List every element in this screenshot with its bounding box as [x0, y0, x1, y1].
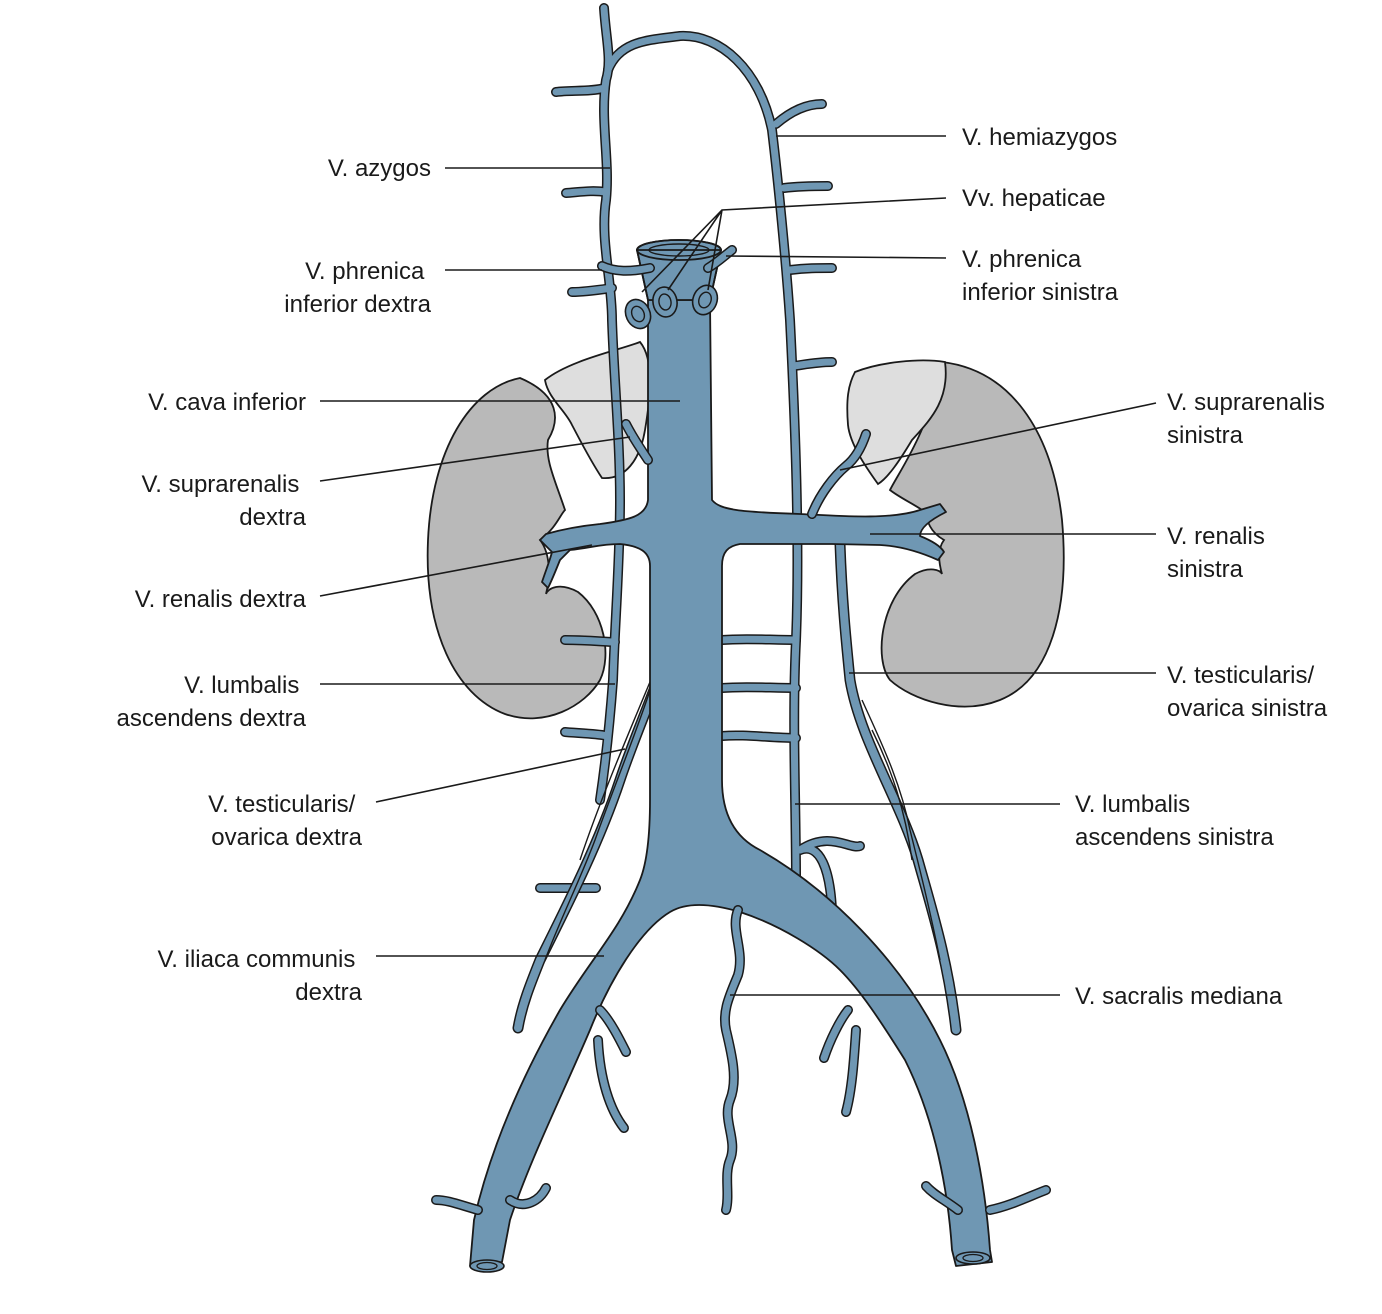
- leader-phrenica-sinistra: [725, 255, 947, 259]
- hepatic-vein-openings: [624, 284, 719, 330]
- label-cava-inferior: V. cava inferior: [148, 389, 306, 416]
- leader-suprarenalis-dextra: [319, 436, 631, 482]
- right-kidney: [426, 377, 607, 720]
- label-suprarenalis-dextra: V. suprarenalis dextra: [141, 471, 306, 531]
- label-lumbalis-dextra: V. lumbalis ascendens dextra: [117, 672, 307, 732]
- azygos-system: [535, 3, 865, 915]
- label-sacralis-mediana: V. sacralis mediana: [1075, 983, 1283, 1010]
- labels: V. azygos V. hemiazygos Vv. hepaticae V.…: [117, 124, 1332, 1010]
- label-testicularis-sinistra: V. testicularis/ ovarica sinistra: [1167, 662, 1328, 722]
- leader-lines: [319, 135, 1157, 996]
- leader-hepaticae: [641, 197, 947, 293]
- right-adrenal: [544, 340, 651, 479]
- label-hemiazygos: V. hemiazygos: [962, 124, 1117, 151]
- label-azygos: V. azygos: [328, 155, 431, 182]
- label-phrenica-sinistra: V. phrenica inferior sinistra: [962, 246, 1119, 306]
- label-lumbalis-sinistra: V. lumbalis ascendens sinistra: [1075, 791, 1274, 851]
- leader-testicularis-dextra: [375, 748, 626, 803]
- label-phrenica-dextra: V. phrenica inferior dextra: [284, 258, 431, 318]
- label-suprarenalis-sinistra: V. suprarenalis sinistra: [1167, 389, 1332, 449]
- leader-suprarenalis-sinistra: [839, 402, 1157, 471]
- small-tributaries: [431, 245, 1051, 1273]
- label-iliaca-communis-dextra: V. iliaca communis dextra: [157, 946, 362, 1006]
- label-testicularis-dextra: V. testicularis/ ovarica dextra: [208, 791, 363, 851]
- label-renalis-dextra: V. renalis dextra: [135, 586, 307, 613]
- leader-renalis-dextra: [319, 544, 593, 597]
- label-renalis-sinistra: V. renalis sinistra: [1167, 523, 1272, 583]
- label-hepaticae: Vv. hepaticae: [962, 185, 1106, 212]
